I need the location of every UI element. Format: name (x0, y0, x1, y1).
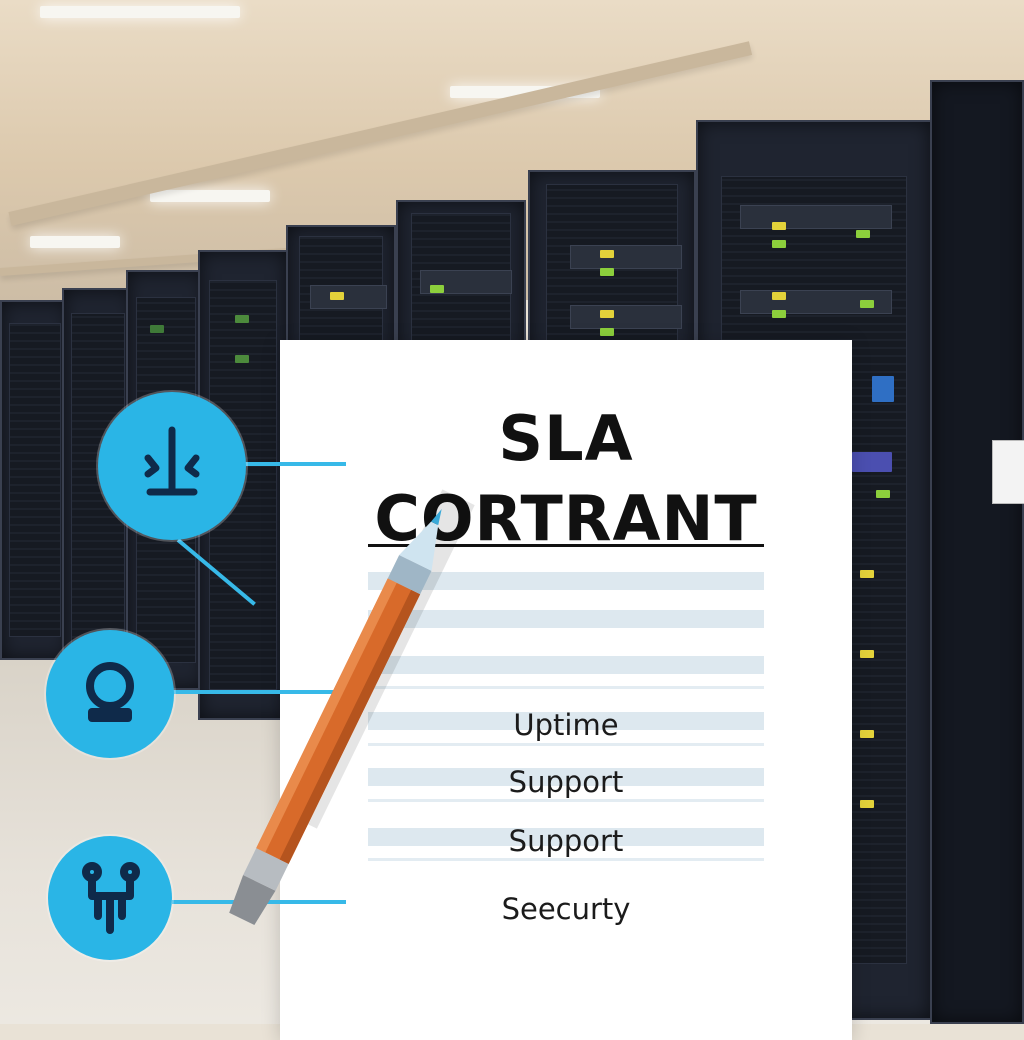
contract-item: Support (508, 824, 624, 858)
status-led (430, 285, 444, 293)
status-led (600, 268, 614, 276)
tower-pole-icon (98, 392, 246, 540)
server-unit (310, 285, 387, 309)
server-unit (570, 305, 682, 329)
sla-contract-document: SLA CORTRANT Uptime Support Support Seec… (280, 340, 852, 1040)
status-led (600, 310, 614, 318)
connector-line (172, 690, 348, 694)
status-led (235, 315, 249, 323)
text-line-placeholder (368, 828, 764, 846)
contract-item: Uptime (513, 708, 619, 742)
title-underline (368, 544, 764, 547)
ceiling-light (40, 6, 240, 18)
document-title-line-1: SLA (498, 402, 634, 475)
text-line-placeholder (368, 858, 764, 861)
status-led (150, 325, 164, 333)
network-plug-icon (48, 836, 172, 960)
status-led (772, 222, 786, 230)
status-led (600, 250, 614, 258)
status-led (852, 452, 892, 472)
contract-item: Seecurty (501, 892, 631, 926)
text-line-placeholder (368, 656, 764, 674)
status-led (235, 355, 249, 363)
connector-line (172, 900, 346, 904)
status-led (860, 800, 874, 808)
status-led (856, 230, 870, 238)
status-led (872, 376, 894, 402)
server-rack (0, 300, 70, 660)
server-unit (570, 245, 682, 269)
status-led (860, 650, 874, 658)
text-line-placeholder (368, 686, 764, 689)
status-led (860, 570, 874, 578)
text-line-placeholder (368, 768, 764, 786)
status-led (772, 292, 786, 300)
text-line-placeholder (368, 610, 764, 628)
status-led (330, 292, 344, 300)
ceiling-light (30, 236, 120, 248)
rack-label-sticker (992, 440, 1024, 504)
text-line-placeholder (368, 712, 764, 730)
status-led (860, 730, 874, 738)
status-led (772, 310, 786, 318)
status-led (876, 490, 890, 498)
text-line-placeholder (368, 572, 764, 590)
ceiling-light (150, 190, 270, 202)
status-led (860, 300, 874, 308)
server-unit (740, 205, 892, 229)
status-led (772, 240, 786, 248)
server-rack-side (930, 80, 1024, 1024)
status-led (600, 328, 614, 336)
contract-item: Support (508, 765, 624, 799)
text-line-placeholder (368, 743, 764, 746)
text-line-placeholder (368, 799, 764, 802)
connector-line (244, 462, 346, 466)
user-support-icon (46, 630, 174, 758)
